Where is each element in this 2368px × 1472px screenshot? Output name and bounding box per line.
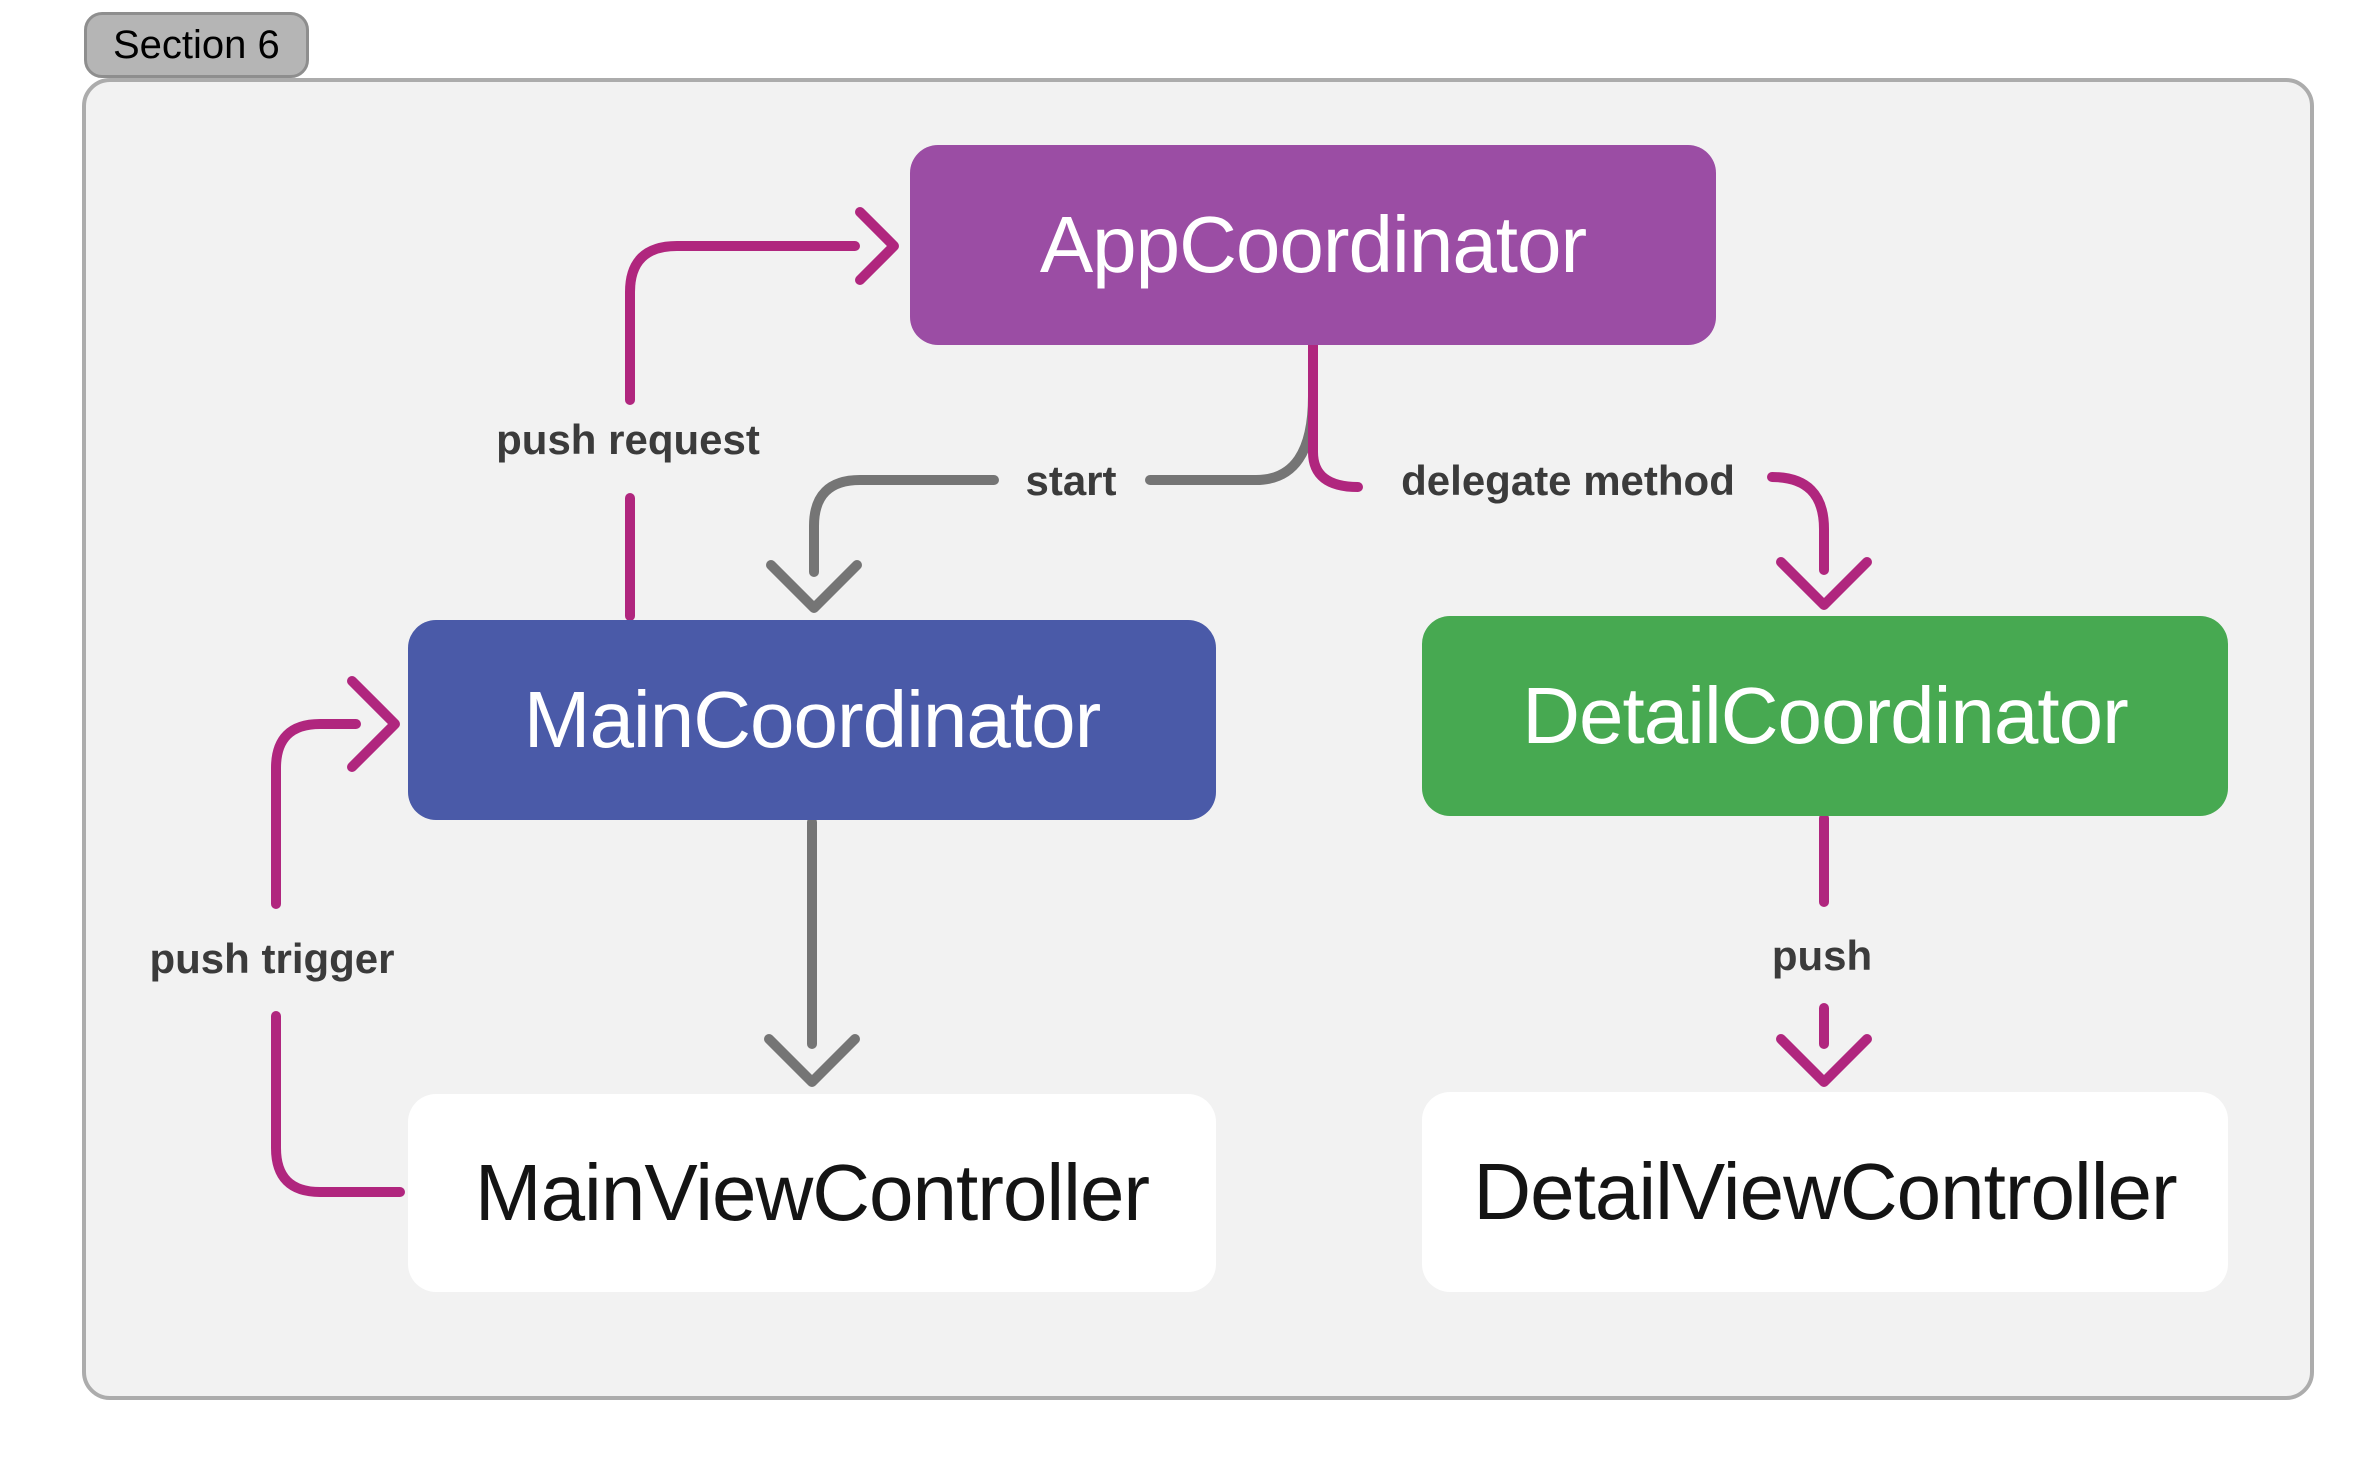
node-main-coordinator-label: MainCoordinator: [523, 675, 1101, 764]
section-badge: Section 6: [84, 12, 309, 78]
node-detail-coordinator: DetailCoordinator: [1422, 616, 2228, 816]
edge-label-push-request: push request: [496, 416, 760, 463]
node-detail-view-controller-label: DetailViewController: [1473, 1147, 2177, 1236]
node-app-coordinator-label: AppCoordinator: [1039, 200, 1587, 289]
edge-label-push-trigger: push trigger: [149, 935, 395, 982]
node-detail-view-controller: DetailViewController: [1422, 1092, 2228, 1292]
edge-label-start: start: [1025, 457, 1117, 504]
edge-label-push: push: [1771, 932, 1873, 979]
node-main-view-controller-label: MainViewController: [474, 1148, 1150, 1237]
node-main-coordinator: MainCoordinator: [408, 620, 1216, 820]
edge-label-delegate-method: delegate method: [1401, 457, 1735, 504]
node-detail-coordinator-label: DetailCoordinator: [1522, 671, 2129, 760]
node-app-coordinator: AppCoordinator: [910, 145, 1716, 345]
node-main-view-controller: MainViewController: [408, 1094, 1216, 1292]
